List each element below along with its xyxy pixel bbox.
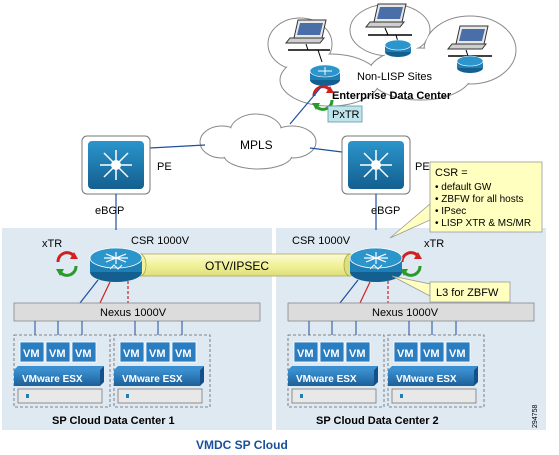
figure-id: 294758 (532, 405, 539, 428)
vm-label: VM (75, 348, 92, 360)
nexus-switch-left (13, 302, 261, 322)
otv-ipsec-tunnel (133, 253, 357, 277)
vmware-esx-label: VMware ESX (396, 374, 457, 385)
csr-router-right (349, 247, 403, 282)
l3-zbfw-callout (429, 281, 511, 303)
xtr-left-label: xTR (42, 238, 62, 250)
csr-callout-bullet: • LISP XTR & MS/MR (435, 218, 531, 229)
vm-box (345, 341, 371, 363)
pxtr-box (327, 105, 363, 123)
laptop-icon (364, 3, 407, 28)
pe-router-left (81, 135, 151, 195)
dc1-label: SP Cloud Data Center 1 (52, 415, 175, 427)
vm-box (45, 341, 71, 363)
router-icon (384, 39, 412, 57)
csr-callout-bullet: • IPsec (435, 206, 466, 217)
pe-left-label: PE (157, 161, 172, 173)
esx-server-4: VM VM VM VMware ESX (387, 334, 485, 408)
vm-label: VM (423, 348, 440, 360)
xtr-right-label: xTR (424, 238, 444, 250)
vm-label: VM (297, 348, 314, 360)
vm-box (445, 341, 471, 363)
vm-label: VM (397, 348, 414, 360)
vm-label: VM (323, 348, 340, 360)
vm-box (293, 341, 319, 363)
vm-box (71, 341, 97, 363)
vm-box (145, 341, 171, 363)
csr-router-left (89, 247, 143, 282)
laptop-icon (446, 25, 489, 50)
nexus-left-label: Nexus 1000V (100, 307, 167, 319)
enterprise-dc-label: Enterprise Data Center (332, 90, 452, 102)
vm-box (119, 341, 145, 363)
vm-box (19, 341, 45, 363)
caption: VMDC SP Cloud (196, 438, 288, 452)
non-lisp-sites-label: Non-LISP Sites (357, 71, 433, 83)
recycle-arrows-icon (312, 85, 334, 111)
vmware-esx-label: VMware ESX (122, 374, 183, 385)
vm-box (419, 341, 445, 363)
vm-label: VM (123, 348, 140, 360)
router-icon (456, 55, 484, 73)
vm-label: VM (349, 348, 366, 360)
pe-router-right (341, 135, 411, 195)
pxtr-label: PxTR (332, 109, 360, 121)
recycle-arrows-icon (400, 251, 422, 277)
recycle-arrows-icon (56, 251, 78, 277)
vm-label: VM (49, 348, 66, 360)
ebgp-right-label: eBGP (371, 205, 400, 217)
csr-left-label: CSR 1000V (131, 235, 190, 247)
esx-server-2: VM VM VM VMware ESX (113, 334, 211, 408)
csr-callout (429, 161, 543, 233)
nexus-switch-right (287, 302, 535, 322)
vm-label: VM (23, 348, 40, 360)
vm-box (393, 341, 419, 363)
vm-box (171, 341, 197, 363)
vm-label: VM (175, 348, 192, 360)
pxtr-router-icon (309, 64, 341, 86)
vm-box (319, 341, 345, 363)
laptop-icon (284, 19, 327, 44)
csr-callout-bullet: • ZBFW for all hosts (435, 194, 524, 205)
ebgp-left-label: eBGP (95, 205, 124, 217)
pe-right-label: PE (415, 161, 430, 173)
nexus-right-label: Nexus 1000V (372, 307, 439, 319)
dc2-label: SP Cloud Data Center 2 (316, 415, 439, 427)
vmware-esx-label: VMware ESX (22, 374, 83, 385)
csr-callout-bullet: • default GW (435, 182, 492, 193)
vmware-esx-label: VMware ESX (296, 374, 357, 385)
esx-server-3: VM VM VM VMware ESX (287, 334, 385, 408)
csr-right-label: CSR 1000V (292, 235, 351, 247)
vm-label: VM (449, 348, 466, 360)
l3-zbfw-label: L3 for ZBFW (436, 287, 499, 299)
csr-callout-title: CSR = (435, 167, 468, 179)
otv-ipsec-label: OTV/IPSEC (205, 259, 269, 273)
vm-label: VM (149, 348, 166, 360)
esx-server-1: VM VM VM VMware ESX (13, 334, 111, 408)
mpls-label: MPLS (240, 138, 273, 152)
